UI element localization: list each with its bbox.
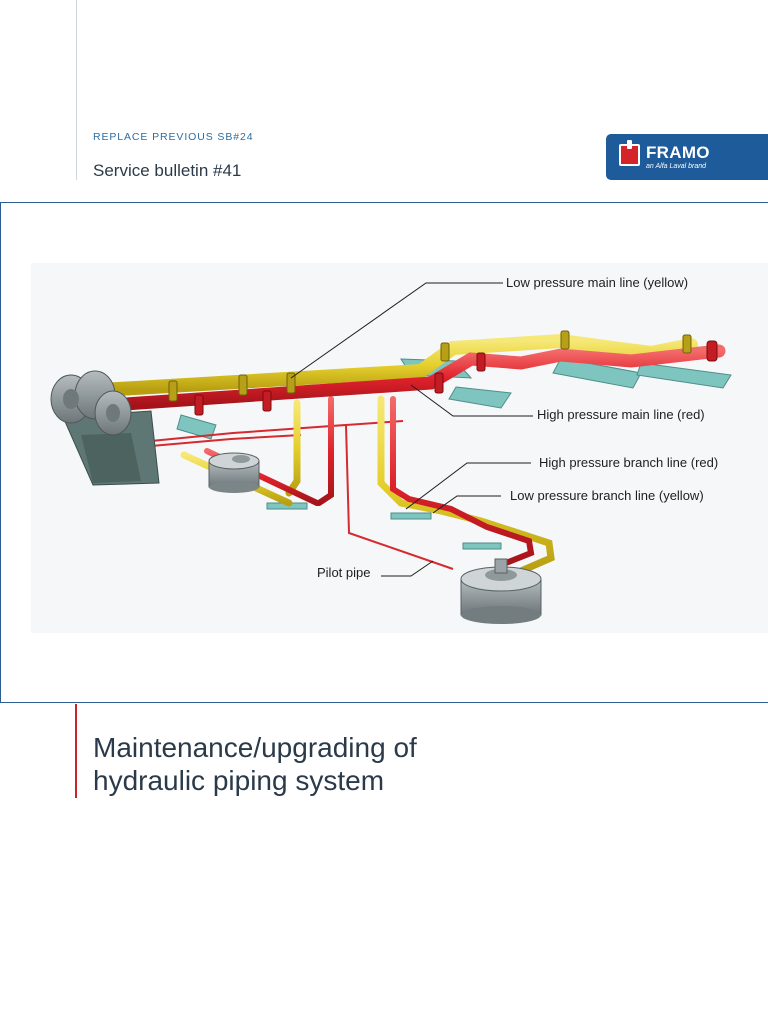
framo-logo: FRAMO an Alfa Laval brand — [606, 134, 768, 180]
label-high-pressure-main: High pressure main line (red) — [537, 407, 705, 422]
logo-tagline: an Alfa Laval brand — [646, 163, 707, 170]
deck-unit-small — [208, 452, 260, 493]
callout-leaders — [290, 282, 533, 577]
bulletin-number: Service bulletin #41 — [93, 161, 242, 180]
logo-name: FRAMO — [646, 143, 710, 162]
pipe-flanges — [168, 330, 692, 402]
piping-diagram: Low pressure main line (yellow) High pre… — [50, 275, 732, 624]
document-title: Maintenance/upgrading of hydraulic pipin… — [93, 731, 417, 797]
top-vertical-rule — [76, 0, 77, 180]
label-high-pressure-branch: High pressure branch line (red) — [539, 455, 718, 470]
label-low-pressure-branch: Low pressure branch line (yellow) — [510, 488, 704, 503]
red-pipe-flanges — [194, 340, 718, 416]
figure-frame: Low pressure main line (yellow) High pre… — [0, 202, 768, 703]
replace-note: REPLACE PREVIOUS SB#24 — [93, 131, 254, 143]
title-line-1: Maintenance/upgrading of — [93, 732, 417, 763]
label-low-pressure-main: Low pressure main line (yellow) — [506, 275, 688, 290]
deck-unit-large — [460, 558, 542, 624]
cargo-pump-heads — [50, 370, 160, 486]
label-pilot-pipe: Pilot pipe — [317, 565, 370, 580]
framo-logo-icon — [619, 140, 640, 166]
title-accent-rule — [75, 704, 77, 798]
title-line-2: hydraulic piping system — [93, 765, 385, 796]
